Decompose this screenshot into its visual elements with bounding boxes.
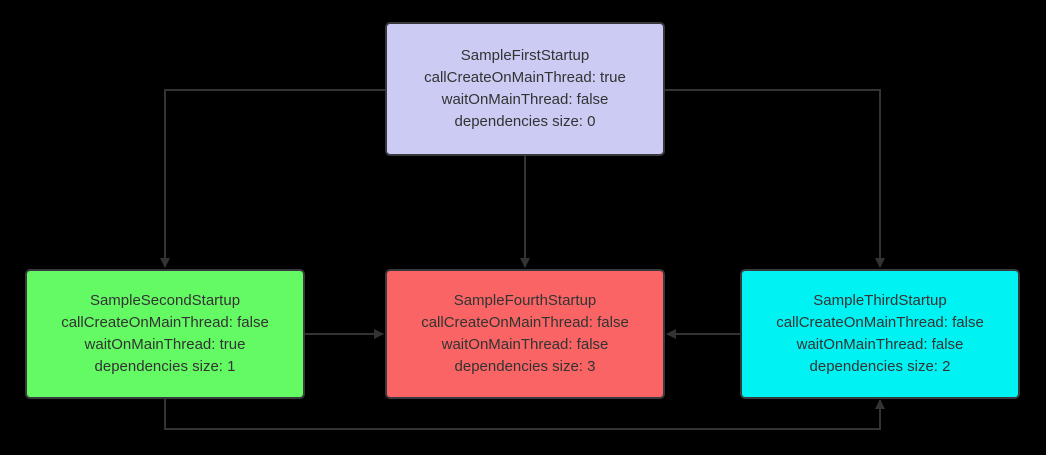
node-attribute: dependencies size: 2 xyxy=(809,358,951,375)
node-SampleFirstStartup: SampleFirstStartup callCreateOnMainThread… xyxy=(385,22,665,156)
node-SampleThirdStartup: SampleThirdStartup callCreateOnMainThread… xyxy=(740,269,1020,399)
node-attribute: waitOnMainThread: false xyxy=(441,91,609,108)
node-attribute: dependencies size: 1 xyxy=(94,358,236,375)
node-title: SampleFirstStartup xyxy=(460,47,590,64)
node-attribute: waitOnMainThread: true xyxy=(84,336,246,353)
edge-group xyxy=(160,89,885,430)
edge-SampleFirstStartup-to-SampleThirdStartup xyxy=(665,89,885,268)
node-attribute: waitOnMainThread: false xyxy=(441,336,609,353)
node-title: SampleSecondStartup xyxy=(89,292,241,309)
node-attribute: waitOnMainThread: false xyxy=(796,336,964,353)
node-SampleFourthStartup: SampleFourthStartup callCreateOnMainThrea… xyxy=(385,269,665,399)
node-attribute: callCreateOnMainThread: false xyxy=(421,314,629,331)
node-attribute: dependencies size: 3 xyxy=(454,358,596,375)
node-attribute: callCreateOnMainThread: true xyxy=(424,69,626,86)
edge-SampleSecondStartup-to-SampleThirdStartup xyxy=(164,399,885,430)
node-title: SampleFourthStartup xyxy=(453,292,597,309)
node-attribute: callCreateOnMainThread: false xyxy=(61,314,269,331)
node-SampleSecondStartup: SampleSecondStartup callCreateOnMainThrea… xyxy=(25,269,305,399)
node-attribute: dependencies size: 0 xyxy=(454,113,596,130)
node-title: SampleThirdStartup xyxy=(813,292,947,309)
edge-SampleFirstStartup-to-SampleSecondStartup xyxy=(160,89,385,268)
node-attribute: callCreateOnMainThread: false xyxy=(776,314,984,331)
